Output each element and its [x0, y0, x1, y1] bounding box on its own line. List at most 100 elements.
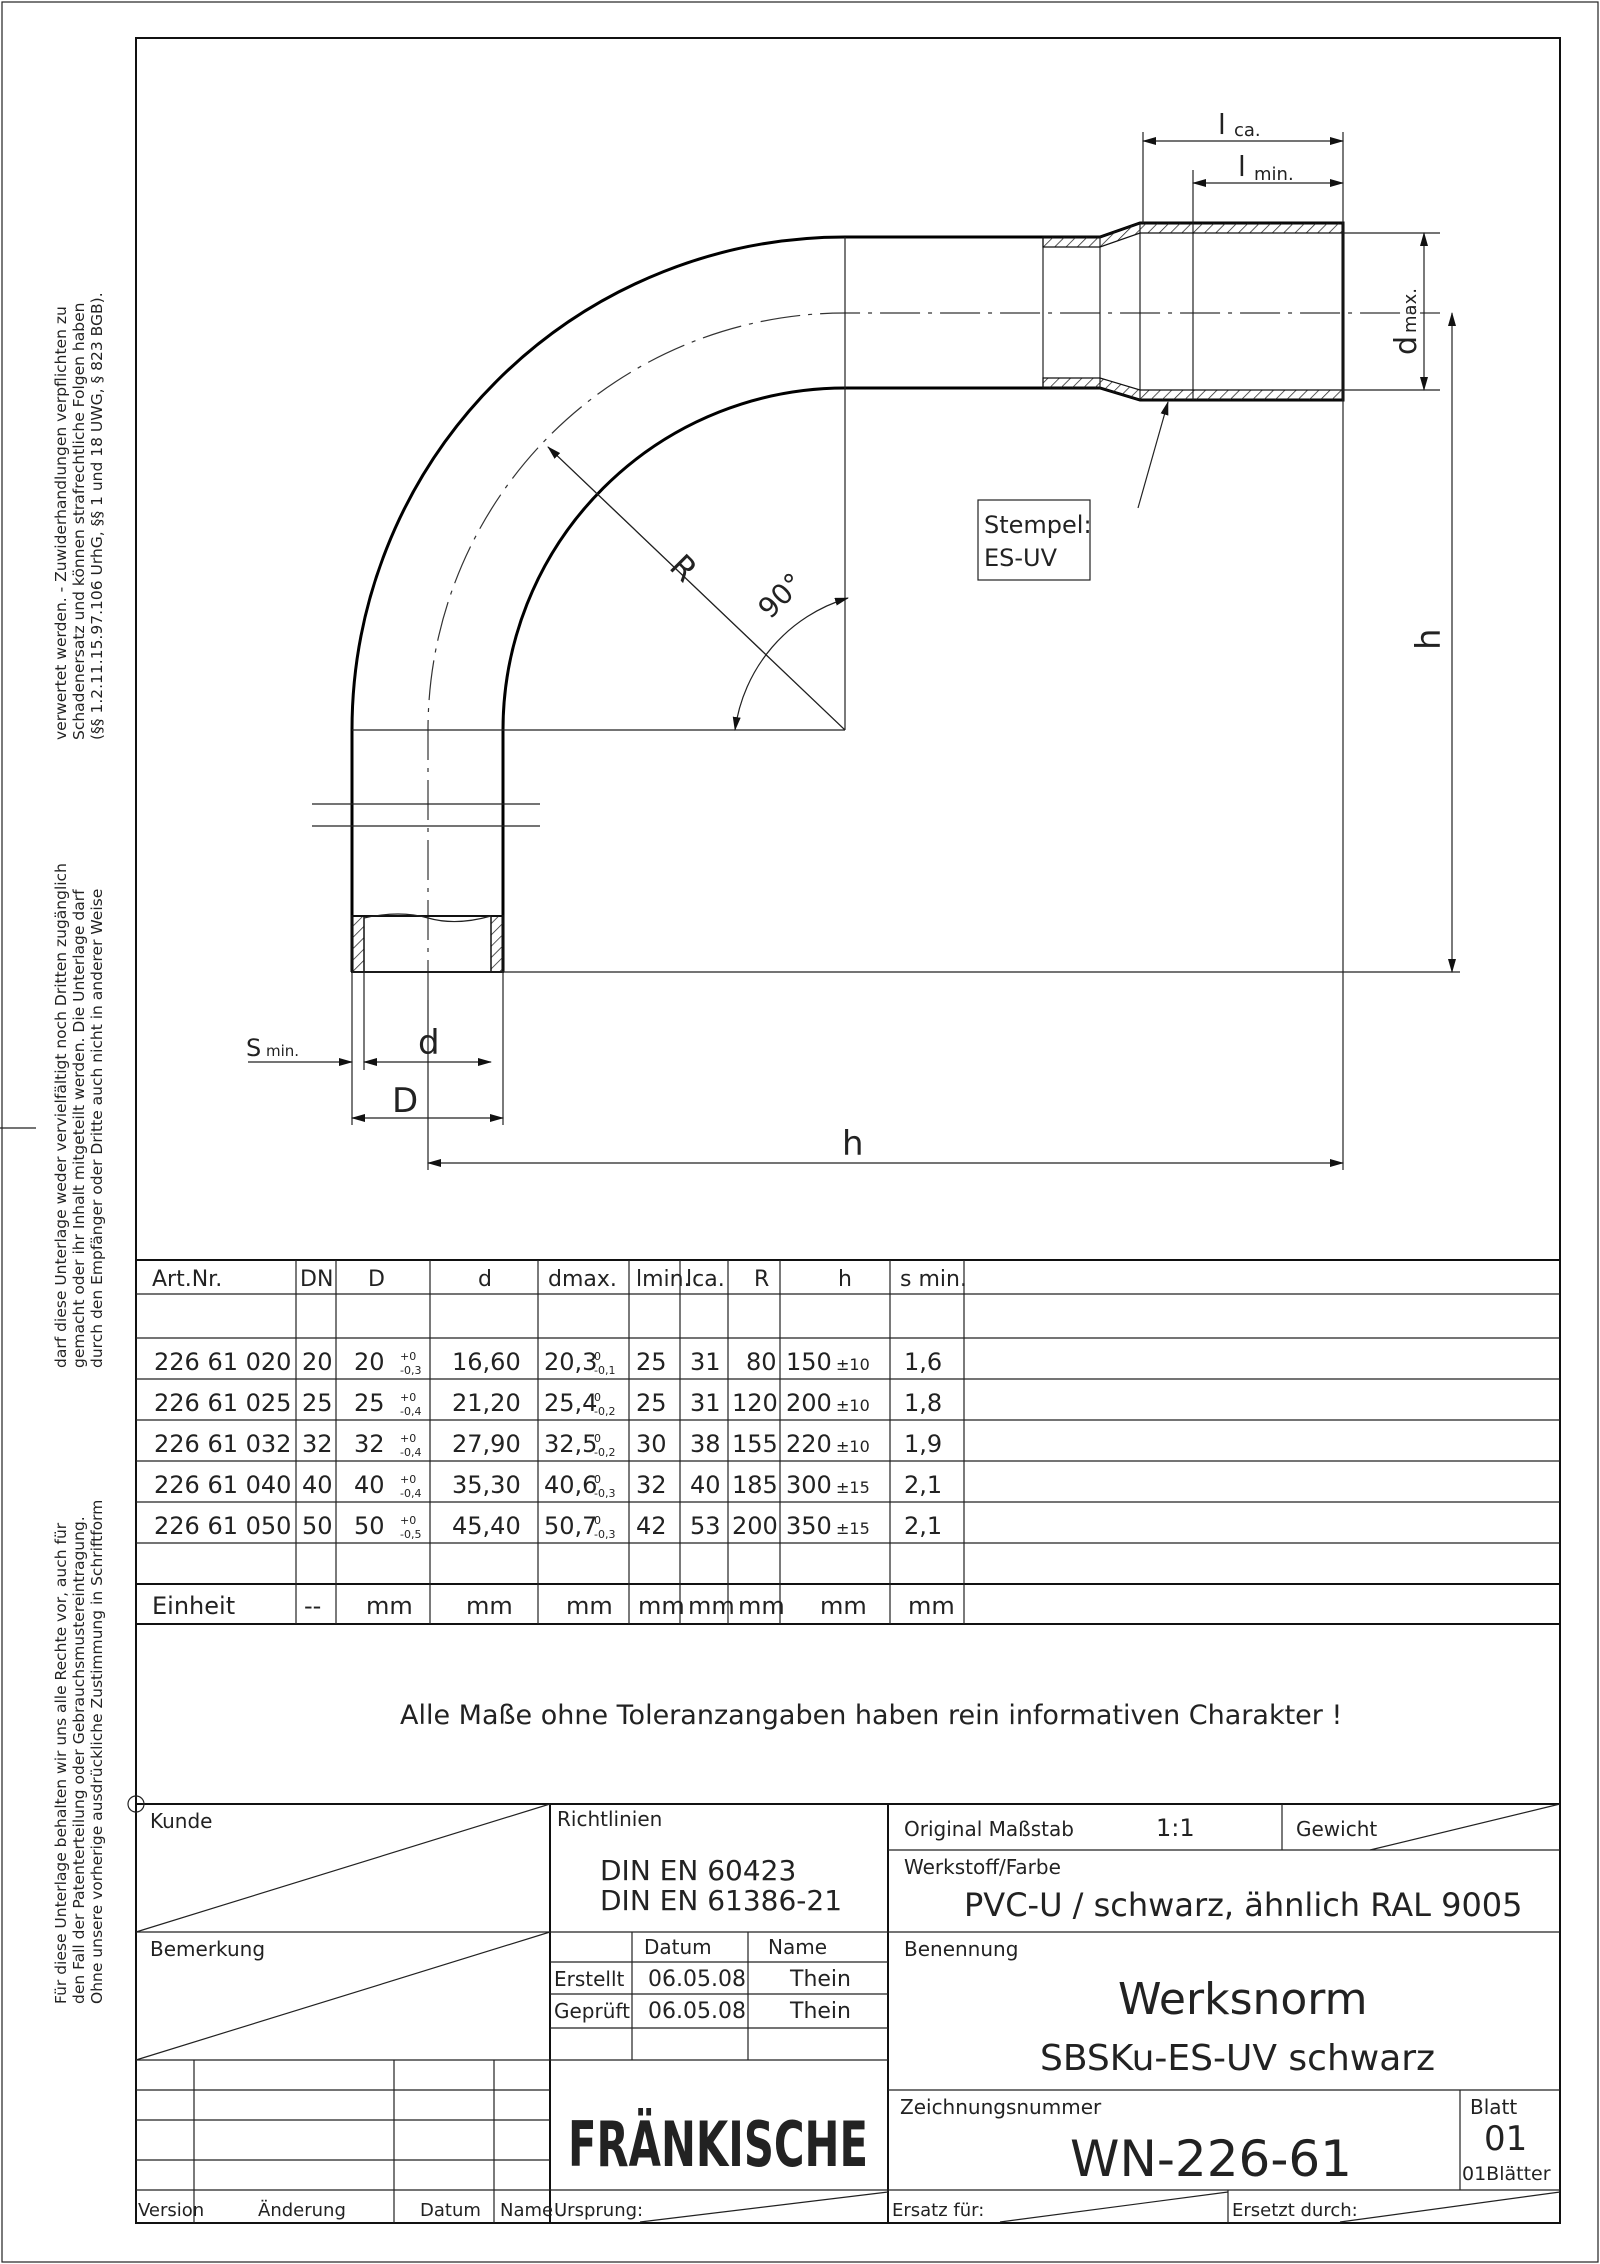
cell-lca: 53 — [690, 1512, 721, 1540]
geprueft-datum: 06.05.08 — [648, 1999, 746, 2024]
cell-lmin: 25 — [636, 1389, 667, 1417]
col-header-artnr: Art.Nr. — [152, 1267, 222, 1292]
cell-D-tol-upper: +0 — [400, 1432, 416, 1445]
svg-text:mm: mm — [566, 1592, 613, 1620]
cell-d: 16,60 — [452, 1348, 521, 1376]
col-header-d: d — [478, 1267, 492, 1292]
col-header-lca: lca. — [686, 1267, 725, 1292]
cell-smin: 1,9 — [904, 1430, 942, 1458]
cell-dmax-tol-lower: -0,3 — [594, 1528, 615, 1541]
unit-row-label: Einheit — [152, 1592, 235, 1620]
h-vertical-label: h — [1409, 628, 1449, 650]
l-min-label: l — [1238, 150, 1246, 183]
col-header-smin: s min. — [900, 1267, 967, 1292]
kunde-label: Kunde — [150, 1809, 212, 1833]
svg-text:Änderung: Änderung — [258, 2200, 346, 2221]
svg-text:Name: Name — [500, 2200, 553, 2221]
cell-lca: 38 — [690, 1430, 721, 1458]
cell-R: 120 — [732, 1389, 778, 1417]
cell-D-tol-lower: -0,4 — [400, 1446, 421, 1459]
cell-dmax-tol-upper: 0 — [594, 1391, 601, 1404]
outer-contour — [350, 235, 1043, 972]
erstellt-name: Thein — [789, 1967, 851, 1992]
legal-line-2: den Fall der Patenterteilung oder Gebrau… — [70, 1516, 88, 2004]
cell-lca: 31 — [690, 1348, 721, 1376]
cell-dmax: 25,4 — [544, 1389, 597, 1417]
cell-dmax-tol-lower: -0,1 — [594, 1364, 615, 1377]
svg-text:Version: Version — [138, 2200, 204, 2221]
cell-h-tol: ±10 — [836, 1396, 870, 1415]
svg-text:mm: mm — [688, 1592, 735, 1620]
cell-art-nr: 226 61 020 — [154, 1348, 291, 1376]
cell-dmax-tol-lower: -0,2 — [594, 1446, 615, 1459]
cell-d: 21,20 — [452, 1389, 521, 1417]
title-sub: SBSKu-ES-UV schwarz — [1040, 2038, 1435, 2079]
cell-dmax: 40,6 — [544, 1471, 597, 1499]
cell-dn: 50 — [302, 1512, 333, 1540]
cell-h-tol: ±10 — [836, 1355, 870, 1374]
cell-D-tol-upper: +0 — [400, 1350, 416, 1363]
cell-dn: 25 — [302, 1389, 333, 1417]
cell-D: 20 — [354, 1348, 385, 1376]
cell-smin: 1,8 — [904, 1389, 942, 1417]
legal-line-5: gemacht oder ihr Inhalt mitgeteilt werde… — [70, 889, 88, 1368]
legal-line-3: Ohne unsere vorherige ausdrückliche Zust… — [88, 1500, 106, 2004]
svg-text:mm: mm — [466, 1592, 513, 1620]
svg-text:Name: Name — [768, 1935, 827, 1959]
svg-text:Original Maßstab: Original Maßstab — [904, 1817, 1074, 1841]
cell-art-nr: 226 61 032 — [154, 1430, 291, 1458]
svg-text:Benennung: Benennung — [904, 1937, 1018, 1961]
svg-text:Datum: Datum — [420, 2200, 481, 2221]
svg-text:ca.: ca. — [1234, 120, 1261, 141]
erstellt-datum: 06.05.08 — [648, 1967, 746, 1992]
cell-lmin: 32 — [636, 1471, 667, 1499]
svg-text:mm: mm — [366, 1592, 413, 1620]
cell-h: 350 — [786, 1512, 832, 1540]
sheet-number: 01 — [1484, 2119, 1527, 2159]
svg-text:Blatt: Blatt — [1470, 2095, 1517, 2119]
cell-smin: 1,6 — [904, 1348, 942, 1376]
cell-dn: 32 — [302, 1430, 333, 1458]
tolerance-note: Alle Maße ohne Toleranzangaben haben rei… — [400, 1700, 1342, 1731]
cell-h: 200 — [786, 1389, 832, 1417]
norm-1: DIN EN 60423 — [600, 1854, 796, 1887]
cell-h: 300 — [786, 1471, 832, 1499]
legal-line-4: darf diese Unterlage weder vervielfältig… — [52, 863, 70, 1368]
legal-line-6: durch den Empfänger oder Dritte auch nic… — [88, 889, 106, 1368]
svg-text:Datum: Datum — [644, 1935, 712, 1959]
svg-text:Ersetzt durch:: Ersetzt durch: — [1232, 2200, 1358, 2221]
angle-label: 90° — [752, 567, 810, 625]
cell-dmax-tol-lower: -0,2 — [594, 1405, 615, 1418]
cell-R: 80 — [746, 1348, 777, 1376]
cell-D: 40 — [354, 1471, 385, 1499]
col-header-h: h — [838, 1267, 852, 1292]
cell-d: 35,30 — [452, 1471, 521, 1499]
cell-dmax-tol-upper: 0 — [594, 1473, 601, 1486]
svg-text:Werkstoff/Farbe: Werkstoff/Farbe — [904, 1855, 1061, 1879]
l-ca-label: l — [1218, 108, 1226, 141]
cell-lca: 31 — [690, 1389, 721, 1417]
cell-dn: 20 — [302, 1348, 333, 1376]
col-header-dn: DN — [300, 1267, 333, 1292]
title-main: Werksnorm — [1118, 1974, 1367, 2025]
cell-smin: 2,1 — [904, 1512, 942, 1540]
svg-text:Gewicht: Gewicht — [1296, 1817, 1377, 1841]
cell-h-tol: ±15 — [836, 1478, 870, 1497]
cell-lmin: 30 — [636, 1430, 667, 1458]
stamp-line-1: Stempel: — [984, 511, 1092, 539]
svg-text:mm: mm — [908, 1592, 955, 1620]
col-header-R: R — [754, 1267, 769, 1292]
drawing-number: WN-226-61 — [1070, 2130, 1352, 2188]
col-header-dmax: dmax. — [548, 1267, 617, 1292]
dimension-table: Art.Nr. DN D d dmax. lmin. lca. R h s mi… — [136, 1259, 1560, 1625]
company-logo: FRÄNKISCHE — [568, 2108, 868, 2181]
norm-2: DIN EN 61386-21 — [600, 1884, 842, 1917]
stamp-line-2: ES-UV — [984, 544, 1058, 572]
cell-D: 25 — [354, 1389, 385, 1417]
d-max-label: d — [1389, 336, 1424, 355]
cell-R: 200 — [732, 1512, 778, 1540]
legal-notice: Für diese Unterlage behalten wir uns all… — [52, 292, 106, 2004]
cell-h: 150 — [786, 1348, 832, 1376]
